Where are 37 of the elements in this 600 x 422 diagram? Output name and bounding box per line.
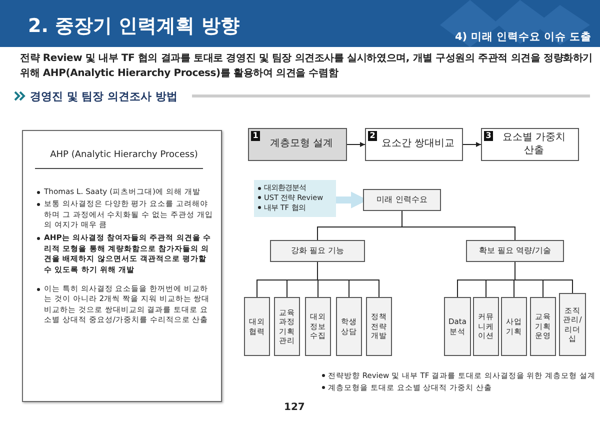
item-box [473, 297, 499, 356]
item-box [366, 297, 392, 356]
item-box [444, 297, 471, 356]
step-label: 계층모형 설계 [270, 138, 334, 151]
box-label: 강화 필요 기능 [290, 246, 344, 256]
connector-line [514, 262, 573, 294]
arrow [462, 142, 482, 147]
box-label: 미래 인력수요 [376, 195, 428, 205]
intro-text: 전략 Review 및 내부 TF 협의 결과를 토대로 경영진 및 팀장 의견조사를 실시하였으며, 개별 구성원의 주관적 의견을 정량화하기 위해 AHP(Analytic Hierarchy Process)를 활용하여 의견을 수렴함 [20, 52, 594, 80]
step-number-badge: 1 [251, 131, 260, 141]
step-box [248, 128, 347, 161]
info-card [22, 130, 222, 402]
item-box [501, 297, 527, 356]
step-number-badge: 3 [484, 131, 493, 141]
info-panel [254, 180, 336, 217]
card-heading: AHP (Analytic Hierarchy Process) [49, 149, 199, 162]
step-label: 요소간 쌍대비교 [381, 138, 455, 151]
section-heading: 경영진 및 팀장 의견조사 방법 [30, 89, 178, 104]
step-box [481, 128, 579, 161]
item-box [559, 293, 586, 356]
item-box [336, 297, 362, 356]
section-subtitle: 4) 미래 인력수요 이슈 도출 [455, 30, 592, 44]
page-number: 127 [284, 402, 305, 413]
box-label: 확보 필요 역량/기술 [479, 246, 551, 256]
category-box [466, 240, 564, 262]
category-box [270, 240, 365, 262]
item-box [244, 297, 270, 356]
item-box [530, 297, 556, 356]
step-box [365, 128, 463, 161]
step-label: 요소별 가중치 산출 [501, 132, 567, 157]
arrow [346, 142, 366, 147]
category-box [363, 189, 441, 211]
page-title: 2. 중장기 인력계획 방향 [28, 14, 240, 39]
item-box [274, 297, 300, 356]
step-number-badge: 2 [368, 131, 377, 141]
item-box [305, 297, 331, 356]
connector-line [317, 262, 380, 298]
